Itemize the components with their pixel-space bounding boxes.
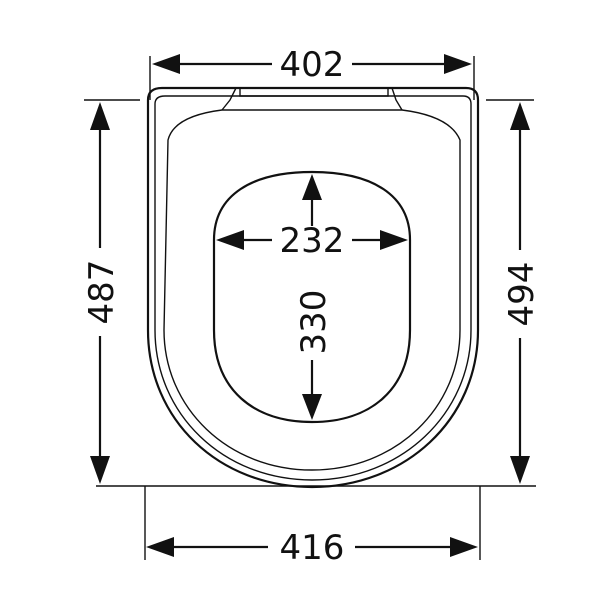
hinge-notch-right — [391, 87, 403, 111]
dimension-label-left-height: 487 — [82, 260, 122, 325]
dimension-opening-width: 232 — [216, 221, 408, 261]
dimension-bottom-width: 416 — [146, 528, 478, 568]
dimension-right-height: 494 — [502, 102, 542, 484]
dimension-top-width: 402 — [152, 45, 472, 85]
hinge-notch-left — [221, 87, 237, 111]
seat-rim-outline — [154, 95, 472, 481]
dimension-label-right-height: 494 — [502, 262, 542, 327]
seat-inner-edge — [163, 109, 461, 471]
dimension-label-opening-width: 232 — [280, 221, 345, 261]
dimension-label-bottom-width: 416 — [280, 528, 345, 568]
hinge-cover — [239, 88, 389, 97]
dimension-label-top-width: 402 — [280, 45, 345, 85]
dimension-opening-height: 330 — [294, 174, 334, 420]
seat-outer-outline — [146, 86, 480, 489]
seat-opening — [212, 170, 412, 424]
dimension-left-height: 487 — [82, 102, 122, 484]
dimension-label-opening-height: 330 — [294, 290, 334, 355]
